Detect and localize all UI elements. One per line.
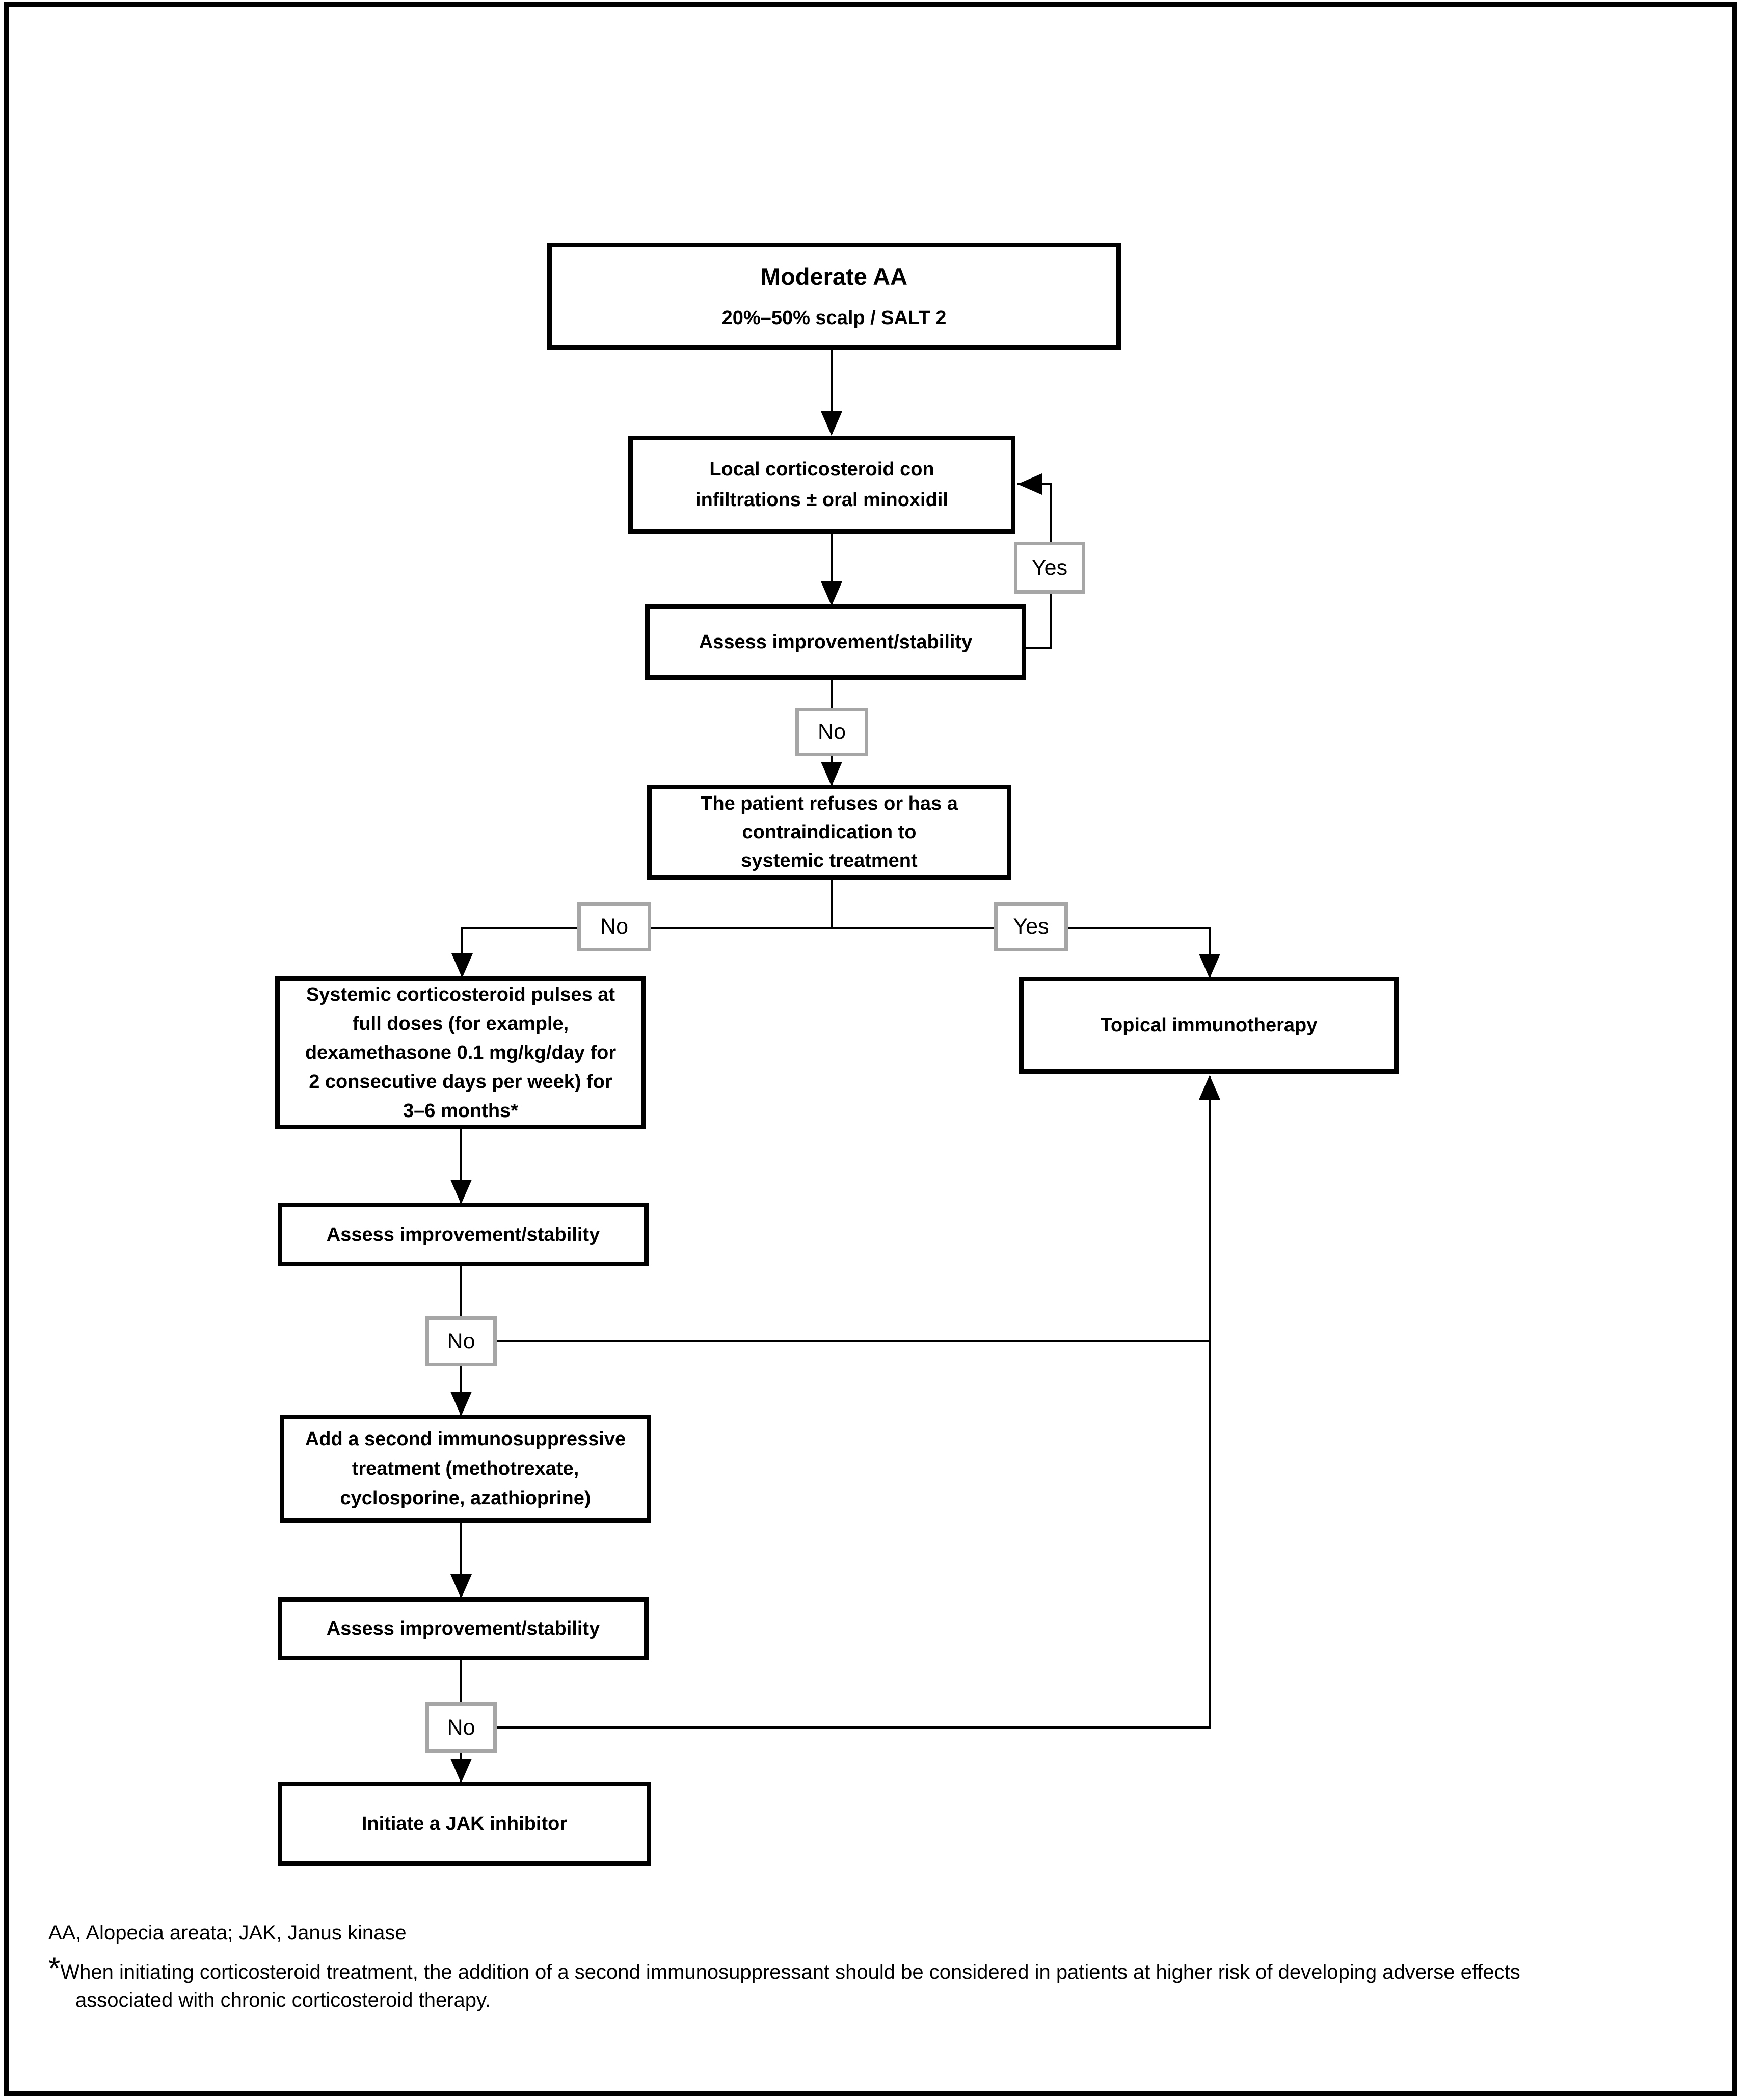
footnote-note-line2: associated with chronic corticosteroid t… — [75, 1989, 491, 2011]
arrowhead-into-addsecond — [450, 1392, 472, 1416]
connector-no4-to-riser — [497, 1726, 1210, 1729]
node-assess-1: Assess improvement/stability — [645, 604, 1026, 680]
footnote-abbreviations: AA, Alopecia areata; JAK, Janus kinase — [48, 1922, 407, 1944]
connector-yesloop-bottom — [1026, 647, 1052, 649]
node-add-second-immunosuppressive: Add a second immunosuppressive treatment… — [280, 1415, 651, 1523]
arrowhead-into-refuses — [821, 762, 842, 786]
arrowhead-into-topical-top — [1199, 954, 1220, 978]
arrowhead-into-assess1 — [821, 581, 842, 606]
branch-horizontal-line — [461, 927, 1211, 929]
node-moderate-aa-subtitle: 20%–50% scalp / SALT 2 — [721, 307, 947, 329]
connector-branch-to-topical — [1209, 927, 1211, 977]
node-assess-3: Assess improvement/stability — [278, 1597, 649, 1660]
arrowhead-into-systemic — [451, 953, 473, 978]
node-topical-immunotherapy: Topical immunotherapy — [1019, 977, 1399, 1074]
node-assess-2: Assess improvement/stability — [278, 1203, 649, 1266]
arrowhead-into-topical-bottom — [1199, 1075, 1220, 1100]
arrowhead-into-local — [821, 411, 842, 436]
label-yes-branch: Yes — [994, 902, 1068, 951]
footnote-note-line1: When initiating corticosteroid treatment… — [60, 1961, 1520, 1983]
connector-systemic-to-assess2 — [460, 1129, 462, 1203]
label-no-assess2: No — [425, 1316, 497, 1366]
node-initiate-jak-inhibitor: Initiate a JAK inhibitor — [278, 1782, 651, 1866]
label-no-assess3: No — [425, 1702, 497, 1753]
arrowhead-into-assess2 — [450, 1180, 472, 1204]
node-patient-refuses: The patient refuses or has a contraindic… — [647, 785, 1011, 880]
arrowhead-yesloop-into-local — [1017, 473, 1042, 495]
label-no-branch: No — [577, 902, 651, 951]
node-local-corticosteroid: Local corticosteroid con infiltrations ±… — [628, 436, 1015, 534]
connector-no3-to-riser — [497, 1340, 1210, 1342]
node-moderate-aa-title: Moderate AA — [760, 263, 908, 290]
figure-border — [4, 2, 1737, 2096]
connector-moderate-to-local — [831, 350, 833, 434]
connector-addsecond-to-assess3 — [460, 1523, 462, 1597]
label-yes-loop: Yes — [1014, 542, 1085, 594]
arrowhead-into-jak — [450, 1759, 472, 1783]
connector-branch-to-systemic — [461, 927, 463, 976]
node-moderate-aa: Moderate AA 20%–50% scalp / SALT 2 — [547, 243, 1121, 350]
connector-refuses-to-branch — [831, 880, 833, 929]
node-systemic-corticosteroid: Systemic corticosteroid pulses at full d… — [275, 976, 646, 1129]
label-no-assess1: No — [795, 708, 868, 756]
footnote-asterisk: * — [48, 1951, 61, 1985]
riser-to-topical — [1209, 1076, 1211, 1729]
arrowhead-into-assess3 — [450, 1574, 472, 1599]
connector-local-to-assess1 — [831, 534, 833, 604]
footnote-asterisk-line: *When initiating corticosteroid treatmen… — [48, 1953, 1520, 1985]
